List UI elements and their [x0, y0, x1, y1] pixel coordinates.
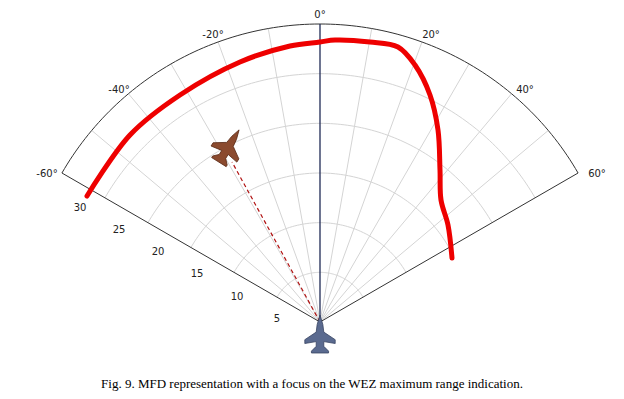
- range-label: 5: [274, 314, 280, 324]
- range-label: 25: [113, 225, 126, 235]
- bearing-label: -20°: [202, 30, 223, 40]
- bearing-label: -60°: [36, 169, 57, 179]
- enemy-aircraft: [206, 122, 252, 170]
- own-aircraft: [305, 315, 335, 353]
- bearing-label: 60°: [588, 169, 606, 179]
- bearing-spoke: [320, 130, 548, 322]
- wez-curve: [87, 40, 452, 258]
- bearing-spoke: [320, 42, 422, 322]
- bearing-spoke: [92, 130, 320, 322]
- bearing-spoke: [320, 94, 512, 322]
- bearing-spoke: [320, 64, 469, 322]
- bearing-label: 40°: [516, 85, 534, 95]
- bearing-spoke: [218, 42, 320, 322]
- bearing-spoke: [128, 94, 320, 322]
- boundary-line: [62, 173, 320, 322]
- range-label: 10: [231, 292, 244, 302]
- range-label: 30: [74, 203, 87, 213]
- bearing-label: -40°: [108, 85, 129, 95]
- range-label: 20: [152, 247, 165, 257]
- range-label: 15: [191, 269, 204, 279]
- heading-line: [319, 24, 320, 322]
- bearing-label: 0°: [314, 10, 325, 20]
- target-line: [232, 162, 320, 322]
- bearing-label: 20°: [422, 30, 440, 40]
- bearing-spoke: [268, 29, 320, 322]
- figure-caption: Fig. 9. MFD representation with a focus …: [0, 376, 624, 392]
